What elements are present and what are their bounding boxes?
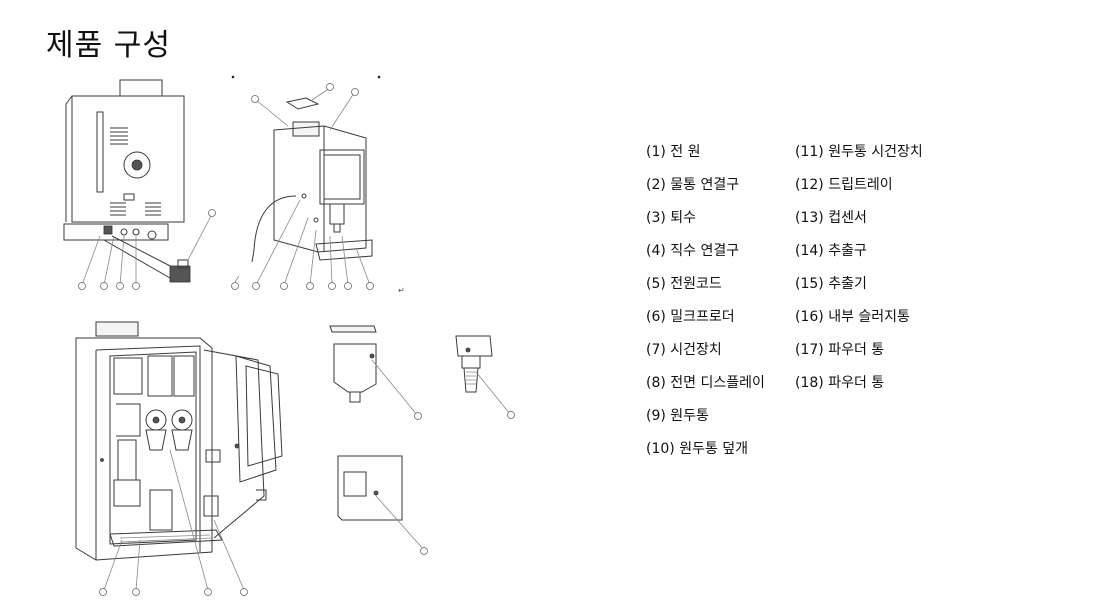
legend-item: (17) 파우더 통	[795, 342, 885, 358]
page-title: 제품 구성	[46, 28, 171, 63]
legend-item: (8) 전면 디스플레이	[646, 375, 765, 391]
legend-item: (9) 원두통	[646, 408, 709, 424]
legend-item: (7) 시건장치	[646, 342, 722, 358]
svg-text:↵: ↵	[398, 286, 405, 295]
legend-item: (14) 추출구	[795, 243, 867, 259]
brewer-drawing	[455, 335, 515, 419]
legend-item: (16) 내부 슬러지통	[795, 309, 910, 325]
legend-column-right: (11) 원두통 시건장치 (12) 드립트레이 (13) 컵센서 (14) 추…	[795, 140, 923, 404]
legend-item: (1) 전 원	[646, 144, 701, 160]
legend-column-left: (1) 전 원 (2) 물통 연결구 (3) 퇴수 (4) 직수 연결구 (5)…	[646, 140, 765, 470]
sludge-bin-drawing	[337, 455, 428, 555]
legend-item: (10) 원두통 덮개	[646, 441, 749, 457]
legend-item: (3) 퇴수	[646, 210, 697, 226]
canister-drawing	[329, 325, 422, 420]
legend-item: (18) 파우더 통	[795, 375, 885, 391]
legend-item: (13) 컵센서	[795, 210, 867, 226]
rear-view-drawing	[63, 79, 216, 290]
legend-item: (11) 원두통 시건장치	[795, 144, 923, 160]
legend-item: (5) 전원코드	[646, 276, 722, 292]
product-diagram: ↵	[63, 75, 515, 596]
legend-item: (4) 직수 연결구	[646, 243, 740, 259]
front-view-drawing: ↵	[231, 75, 405, 295]
internal-view-drawing	[75, 321, 283, 596]
component-legend: (1) 전 원 (2) 물통 연결구 (3) 퇴수 (4) 직수 연결구 (5)…	[646, 140, 1066, 470]
legend-item: (12) 드립트레이	[795, 177, 893, 193]
legend-item: (15) 추출기	[795, 276, 867, 292]
legend-item: (6) 밀크프로더	[646, 309, 735, 325]
legend-item: (2) 물통 연결구	[646, 177, 740, 193]
